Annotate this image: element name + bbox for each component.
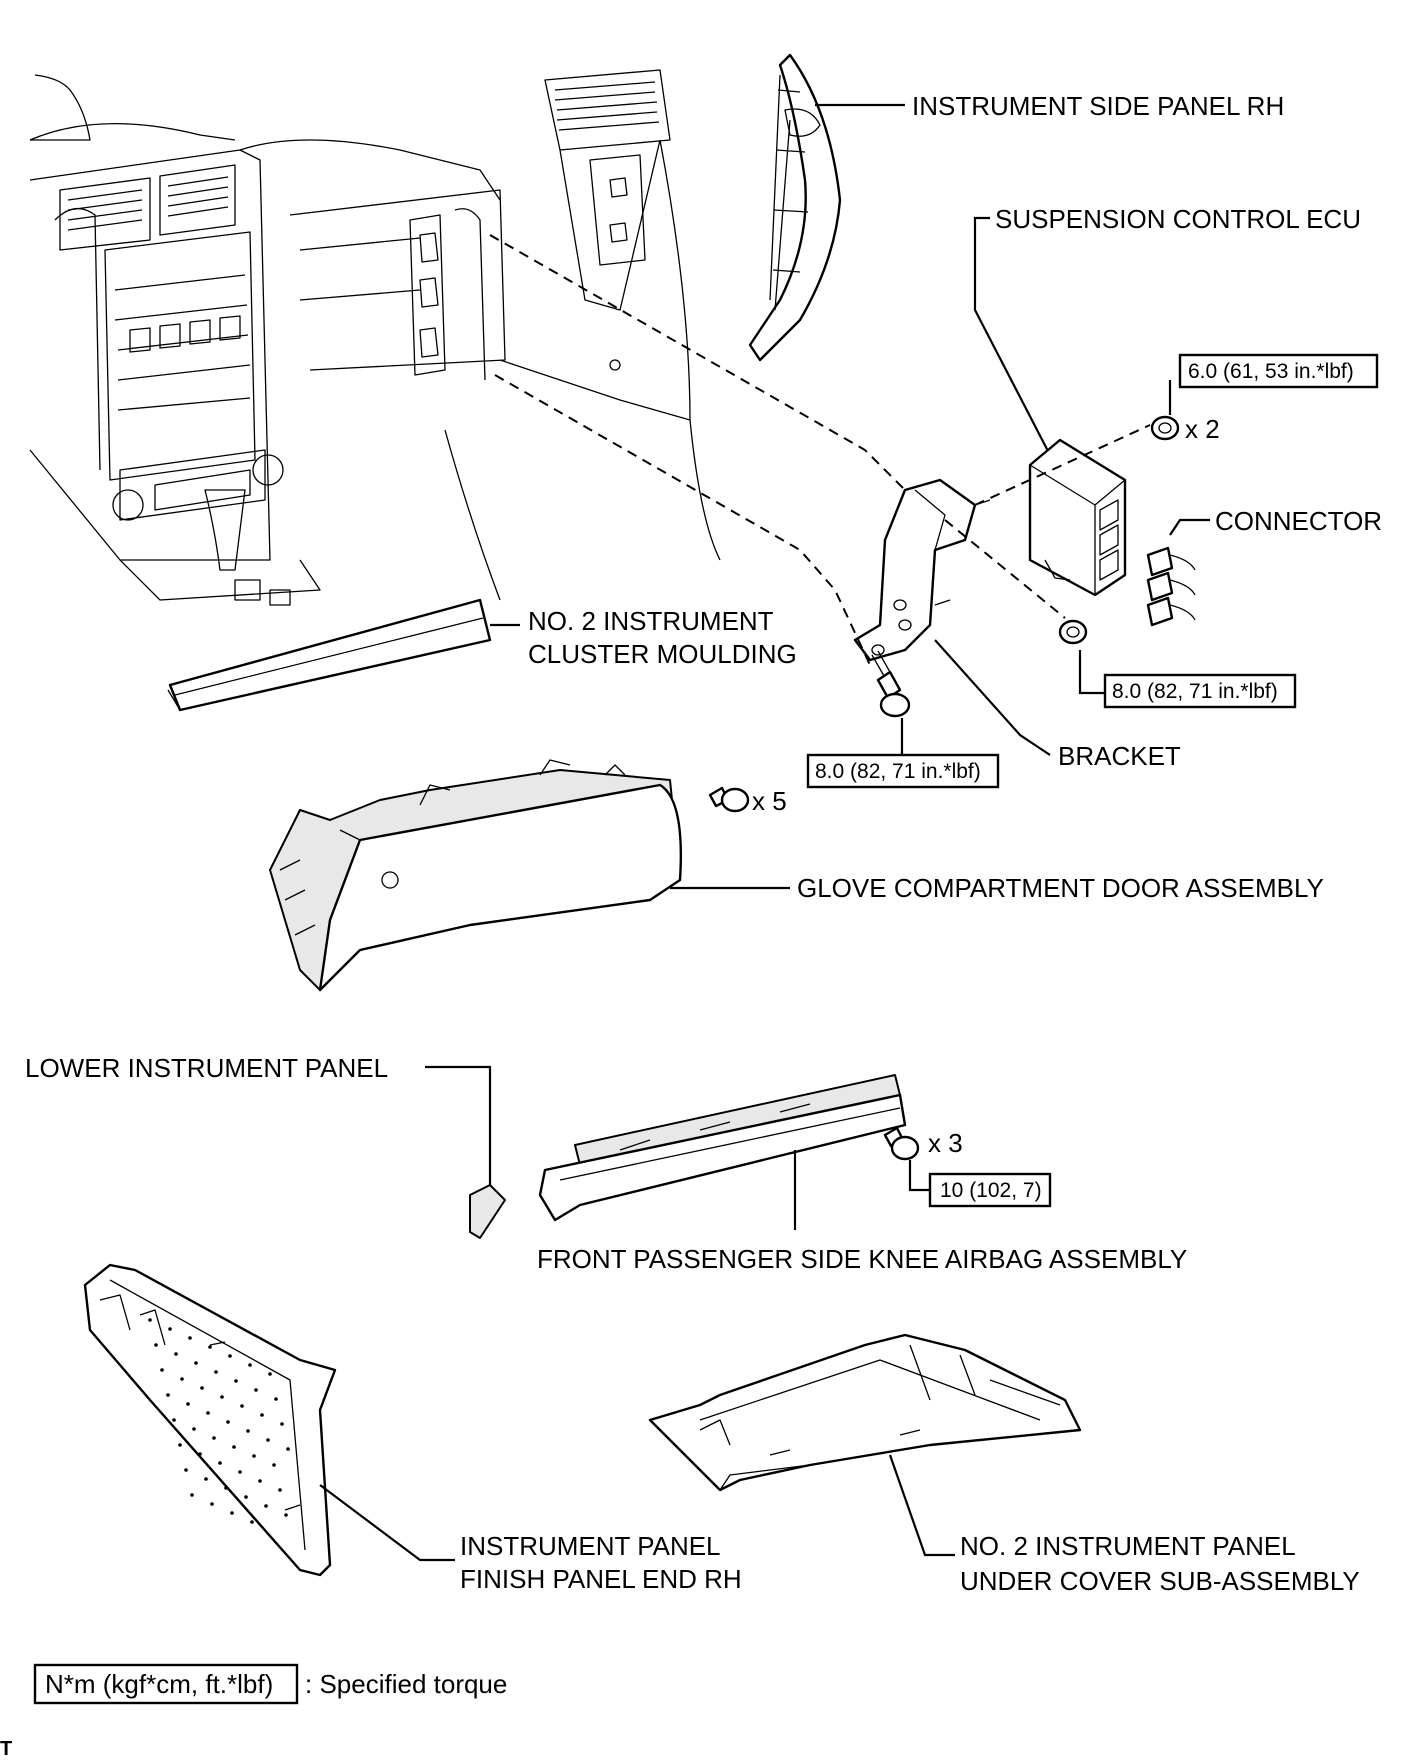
ecu-nut — [1150, 415, 1180, 441]
panel-dot — [234, 1379, 238, 1383]
label-bracket: BRACKET — [1058, 741, 1181, 771]
corner-mark: T — [0, 1738, 12, 1760]
panel-dot — [268, 1372, 272, 1376]
panel-dot — [206, 1411, 210, 1415]
panel-dot — [180, 1377, 184, 1381]
bracket — [853, 478, 991, 662]
label-connector: CONNECTOR — [1215, 506, 1382, 536]
finish-panel-end-rh — [83, 1263, 337, 1577]
dashboard-illustration — [29, 69, 721, 606]
label-finish-panel-line1: INSTRUMENT PANEL — [460, 1531, 721, 1561]
knee-airbag-assembly — [538, 1074, 907, 1222]
panel-dot — [208, 1345, 212, 1349]
panel-dot — [188, 1336, 192, 1340]
panel-dot — [258, 1479, 262, 1483]
qty-ecu-nut: x 2 — [1185, 414, 1220, 444]
label-moulding-line1: NO. 2 INSTRUMENT — [528, 606, 774, 636]
panel-dot — [252, 1454, 256, 1458]
panel-dot — [172, 1418, 176, 1422]
panel-dot — [200, 1386, 204, 1390]
panel-dot — [264, 1504, 268, 1508]
panel-dot — [266, 1438, 270, 1442]
panel-dot — [274, 1397, 278, 1401]
panel-dot — [154, 1343, 158, 1347]
panel-dot — [278, 1488, 282, 1492]
panel-dot — [166, 1393, 170, 1397]
torque-box-bracket-nut — [1103, 673, 1297, 709]
panel-dot — [230, 1511, 234, 1515]
glove-compartment-door-assembly — [269, 759, 683, 992]
panel-dot — [246, 1429, 250, 1433]
panel-dot — [148, 1318, 152, 1322]
label-knee-airbag: FRONT PASSENGER SIDE KNEE AIRBAG ASSEMBL… — [537, 1244, 1187, 1274]
panel-dot — [272, 1463, 276, 1467]
legend-text: : Specified torque — [305, 1669, 507, 1699]
bracket-nut — [1058, 619, 1088, 645]
torque-box-ecu-nut — [1178, 353, 1379, 389]
panel-dot — [226, 1420, 230, 1424]
no2-instrument-cluster-moulding — [167, 598, 492, 712]
panel-dot — [218, 1461, 222, 1465]
label-moulding-line2: CLUSTER MOULDING — [528, 639, 797, 669]
installation-lines — [489, 234, 1151, 666]
panel-dot — [186, 1402, 190, 1406]
torque-box-bracket-bolt — [806, 753, 1000, 789]
label-under-cover-line2: UNDER COVER SUB-ASSEMBLY — [960, 1566, 1360, 1596]
panel-dot — [210, 1502, 214, 1506]
connector — [1146, 546, 1196, 627]
torque-airbag-bolt: 10 (102, 7) — [940, 1179, 1042, 1202]
panel-dot — [184, 1468, 188, 1472]
panel-dot — [160, 1368, 164, 1372]
label-glove-compartment: GLOVE COMPARTMENT DOOR ASSEMBLY — [797, 873, 1324, 903]
panel-dot — [178, 1443, 182, 1447]
torque-ecu-nut: 6.0 (61, 53 in.*lbf) — [1188, 360, 1354, 383]
label-finish-panel-line2: FINISH PANEL END RH — [460, 1564, 742, 1594]
panel-dot — [280, 1422, 284, 1426]
label-suspension-control-ecu: SUSPENSION CONTROL ECU — [995, 204, 1361, 234]
qty-airbag-bolt: x 3 — [928, 1128, 963, 1158]
legend-unit: N*m (kgf*cm, ft.*lbf) — [45, 1669, 273, 1699]
torque-bracket-bolt: 8.0 (82, 71 in.*lbf) — [815, 760, 981, 783]
panel-dot — [250, 1520, 254, 1524]
bracket-bolt — [871, 650, 911, 718]
airbag-bolt — [883, 1126, 920, 1161]
panel-dot — [204, 1477, 208, 1481]
panel-dot — [260, 1413, 264, 1417]
label-lower-instrument-panel: LOWER INSTRUMENT PANEL — [25, 1053, 388, 1083]
panel-dot — [232, 1445, 236, 1449]
panel-dot — [220, 1395, 224, 1399]
panel-dot — [168, 1327, 172, 1331]
label-under-cover-line1: NO. 2 INSTRUMENT PANEL — [960, 1531, 1296, 1561]
panel-dot — [248, 1363, 252, 1367]
panel-dot — [174, 1352, 178, 1356]
panel-dot — [228, 1354, 232, 1358]
panel-dot — [192, 1427, 196, 1431]
suspension-control-ecu — [1028, 438, 1127, 597]
panel-dot — [214, 1370, 218, 1374]
panel-dot — [212, 1436, 216, 1440]
panel-dot — [224, 1486, 228, 1490]
glove-screw — [708, 786, 750, 813]
finish-panel-dots — [148, 1318, 290, 1524]
panel-dot — [284, 1513, 288, 1517]
panel-dot — [238, 1470, 242, 1474]
panel-dot — [190, 1493, 194, 1497]
lower-instrument-panel — [469, 1184, 506, 1239]
label-instrument-side-panel-rh: INSTRUMENT SIDE PANEL RH — [912, 91, 1284, 121]
qty-glove-screw: x 5 — [752, 786, 787, 816]
panel-dot — [244, 1495, 248, 1499]
legend-torque-box — [33, 1663, 299, 1705]
torque-box-airbag-bolt — [928, 1172, 1052, 1208]
no2-under-cover-sub-assembly — [648, 1333, 1082, 1492]
panel-dot — [286, 1447, 290, 1451]
panel-dot — [198, 1452, 202, 1456]
panel-dot — [254, 1388, 258, 1392]
panel-dot — [194, 1361, 198, 1365]
instrument-side-panel-rh — [748, 53, 842, 362]
torque-bracket-nut: 8.0 (82, 71 in.*lbf) — [1112, 680, 1278, 703]
panel-dot — [240, 1404, 244, 1408]
